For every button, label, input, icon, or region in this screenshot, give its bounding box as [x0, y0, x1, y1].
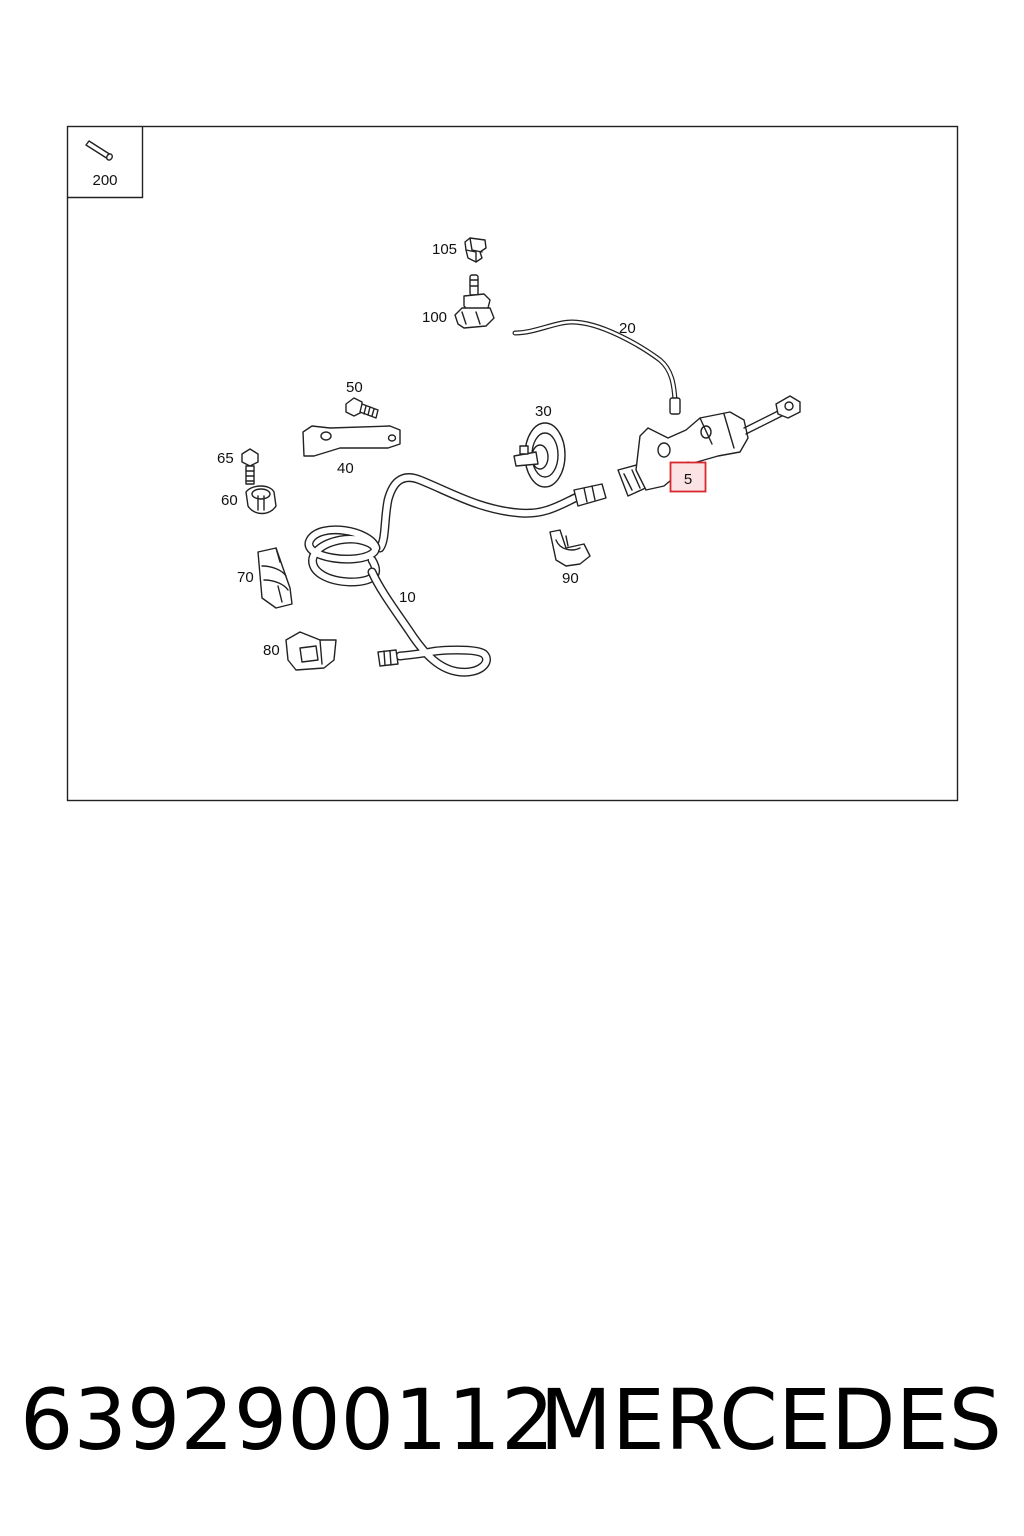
- part-20-cable[interactable]: [512, 319, 681, 415]
- part-90-clip[interactable]: [549, 529, 591, 567]
- brand-name: MERCEDES: [539, 1371, 1002, 1469]
- diagram-frame: [66, 125, 959, 802]
- label-105: 105: [432, 241, 457, 258]
- label-40: 40: [337, 460, 354, 477]
- label-90: 90: [562, 570, 579, 587]
- label-60: 60: [221, 492, 238, 509]
- label-30: 30: [535, 403, 552, 420]
- part-10-pipe[interactable]: [304, 473, 607, 677]
- label-70: 70: [237, 569, 254, 586]
- part-70-clip[interactable]: [257, 547, 293, 609]
- label-50: 50: [346, 379, 363, 396]
- label-20: 20: [619, 320, 636, 337]
- inset-box-200[interactable]: 200: [67, 126, 144, 199]
- part-60-grommet[interactable]: [245, 485, 277, 515]
- highlight-box-part-5: [669, 461, 707, 493]
- pin-icon: [85, 140, 113, 161]
- label-10: 10: [399, 589, 416, 606]
- label-65: 65: [217, 450, 234, 467]
- part-80-holder[interactable]: [285, 631, 337, 671]
- part-5-master-cylinder[interactable]: [617, 395, 801, 497]
- part-100-connector[interactable]: [454, 274, 495, 329]
- label-5: 5: [684, 471, 692, 488]
- part-65-screw[interactable]: [241, 448, 259, 485]
- part-number: 6392900112: [20, 1371, 555, 1469]
- part-50-bolt[interactable]: [345, 397, 379, 419]
- label-200: 200: [92, 172, 117, 189]
- label-100: 100: [422, 309, 447, 326]
- label-80: 80: [263, 642, 280, 659]
- part-30-damper[interactable]: [513, 422, 566, 488]
- footer: 6392900112 MERCEDES: [0, 1365, 1024, 1475]
- part-105-clip[interactable]: [464, 237, 487, 263]
- part-40-bracket[interactable]: [302, 425, 401, 457]
